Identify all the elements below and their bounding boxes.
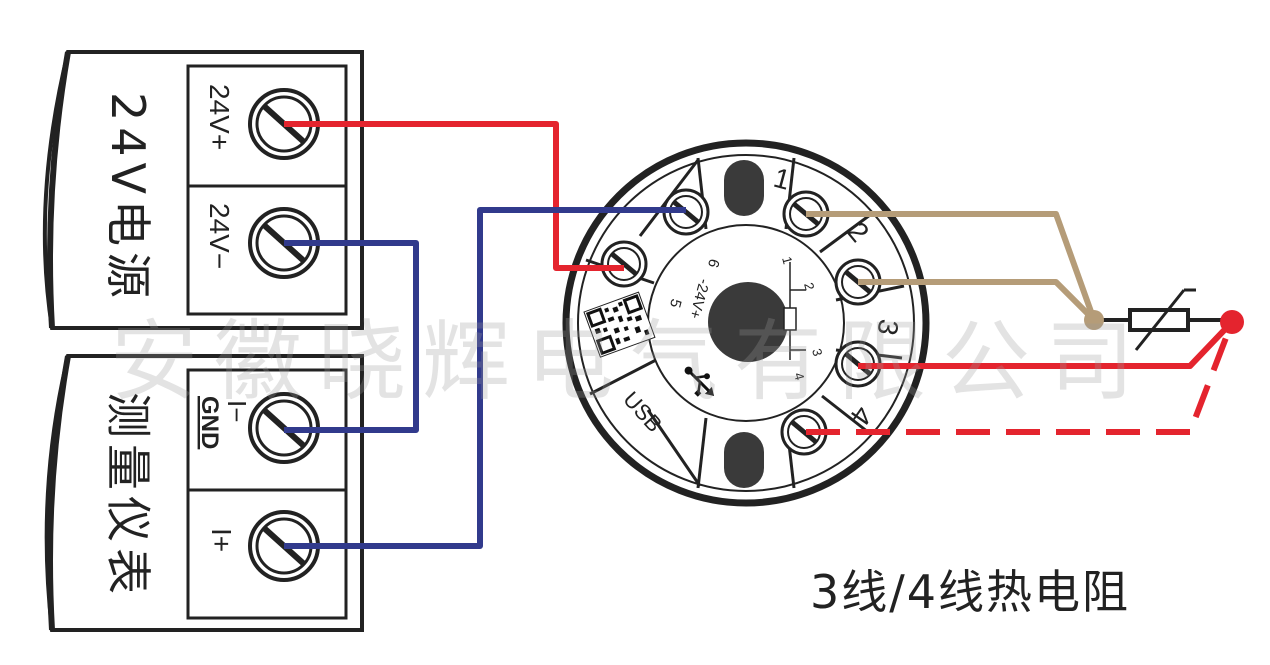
wire-rtd-terminal-1 <box>806 211 1097 322</box>
power-supply-title: 24V电源 <box>101 92 155 304</box>
wire-rtd-terminal-3 <box>858 319 1235 369</box>
terminal-label-gnd: GND <box>196 396 223 449</box>
diagram-caption: 3线/4线热电阻 <box>810 565 1130 619</box>
terminal-number-3: 3 <box>871 317 904 338</box>
power-supply-block: 24V电源 24V+ 24V− <box>42 50 364 330</box>
inner-sensor-symbol <box>783 262 806 360</box>
wire-rtd-terminal-2 <box>858 279 1097 323</box>
inner-label-1: 1 <box>779 255 795 266</box>
wire-rtd-terminal-4-optional <box>806 320 1235 435</box>
qr-code <box>583 291 656 358</box>
inner-label-4: 4 <box>791 371 807 382</box>
wire-24v-plus <box>284 121 624 271</box>
terminal-label-24v-plus: 24V+ <box>204 84 235 150</box>
mounting-slot-top <box>724 160 764 216</box>
rtd-sensor <box>1084 288 1244 351</box>
terminal-number-1: 1 <box>770 162 793 196</box>
wire-i-plus-to-transmitter <box>284 207 686 549</box>
terminal-label-24v-minus: 24V− <box>204 203 235 269</box>
transmitter-screw-4[interactable] <box>780 408 828 456</box>
inner-label-2: 2 <box>801 281 817 292</box>
meter-title: 测量仪表 <box>101 392 155 600</box>
inner-label-3: 3 <box>809 347 825 358</box>
watermark: 安徽晓辉电气有限公司 <box>110 310 1150 413</box>
transmitter-screw-5[interactable] <box>600 240 648 288</box>
meter-block: 测量仪表 GND I− I+ <box>44 354 364 632</box>
wire-24v-minus-to-gnd <box>284 240 419 433</box>
terminal-label-i-plus: I+ <box>206 528 237 552</box>
mounting-slot-bottom <box>724 432 764 488</box>
usb-icon <box>684 366 715 397</box>
terminal-label-i-minus: I− <box>222 400 252 422</box>
center-hub <box>708 282 788 362</box>
